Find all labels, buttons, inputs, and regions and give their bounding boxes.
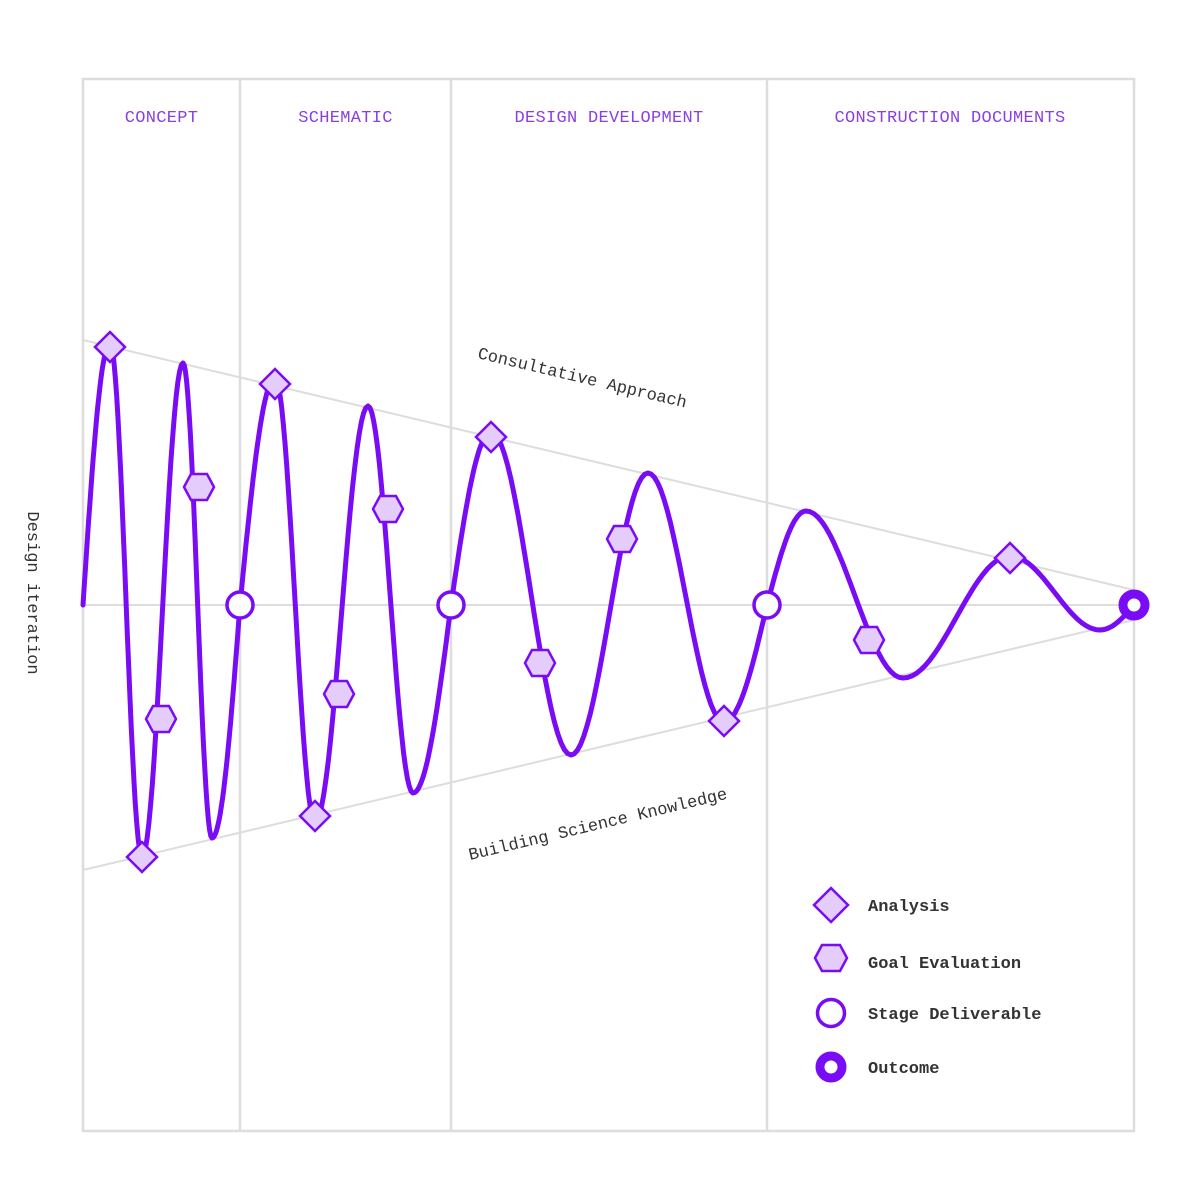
- goal-evaluation-marker-icon: [371, 494, 405, 524]
- analysis-marker-icon: [993, 541, 1027, 575]
- legend-label-stage-deliverable: Stage Deliverable: [868, 1006, 1041, 1025]
- legend-item-stage-deliverable: Stage Deliverable: [815, 997, 1041, 1029]
- diamond-icon: [812, 886, 850, 924]
- goal-evaluation-marker-icon: [322, 679, 356, 709]
- legend-item-outcome: Outcome: [815, 1051, 939, 1083]
- analysis-marker-icon: [474, 420, 508, 454]
- stage-deliverable-marker-icon: [436, 590, 466, 620]
- legend-label-analysis: Analysis: [868, 898, 950, 917]
- stage-label-concept: CONCEPT: [125, 109, 199, 128]
- legend-label-outcome: Outcome: [868, 1060, 939, 1079]
- analysis-marker-icon: [93, 330, 127, 364]
- analysis-marker-icon: [707, 704, 741, 738]
- legend: Analysis Goal Evaluation Stage Deliverab…: [812, 886, 1041, 1083]
- legend-label-goal-evaluation: Goal Evaluation: [868, 955, 1021, 974]
- goal-evaluation-marker-icon: [144, 704, 178, 734]
- bullseye-icon: [815, 1051, 847, 1083]
- goal-evaluation-marker-icon: [852, 625, 886, 655]
- analysis-marker-icon: [298, 799, 332, 833]
- legend-item-goal-evaluation: Goal Evaluation: [813, 943, 1021, 974]
- markers-layer: [93, 330, 1150, 874]
- outcome-marker-icon: [1118, 589, 1150, 621]
- goal-evaluation-marker-icon: [605, 524, 639, 554]
- stage-label-schematic: SCHEMATIC: [298, 109, 393, 128]
- upper-envelope-line: [82, 339, 1135, 591]
- stage-label-design-development: DESIGN DEVELOPMENT: [514, 109, 703, 128]
- open-circle-icon: [815, 997, 847, 1029]
- stage-deliverable-marker-icon: [225, 590, 255, 620]
- goal-evaluation-marker-icon: [523, 648, 557, 678]
- legend-item-analysis: Analysis: [812, 886, 950, 924]
- stage-label-construction-documents: CONSTRUCTION DOCUMENTS: [834, 109, 1065, 128]
- hexagon-icon: [813, 943, 849, 973]
- analysis-marker-icon: [258, 367, 292, 401]
- y-axis-label: Design iteration: [22, 511, 41, 674]
- analysis-marker-icon: [125, 840, 159, 874]
- goal-evaluation-marker-icon: [182, 472, 216, 502]
- stage-deliverable-marker-icon: [752, 590, 782, 620]
- lower-envelope-line: [82, 619, 1135, 871]
